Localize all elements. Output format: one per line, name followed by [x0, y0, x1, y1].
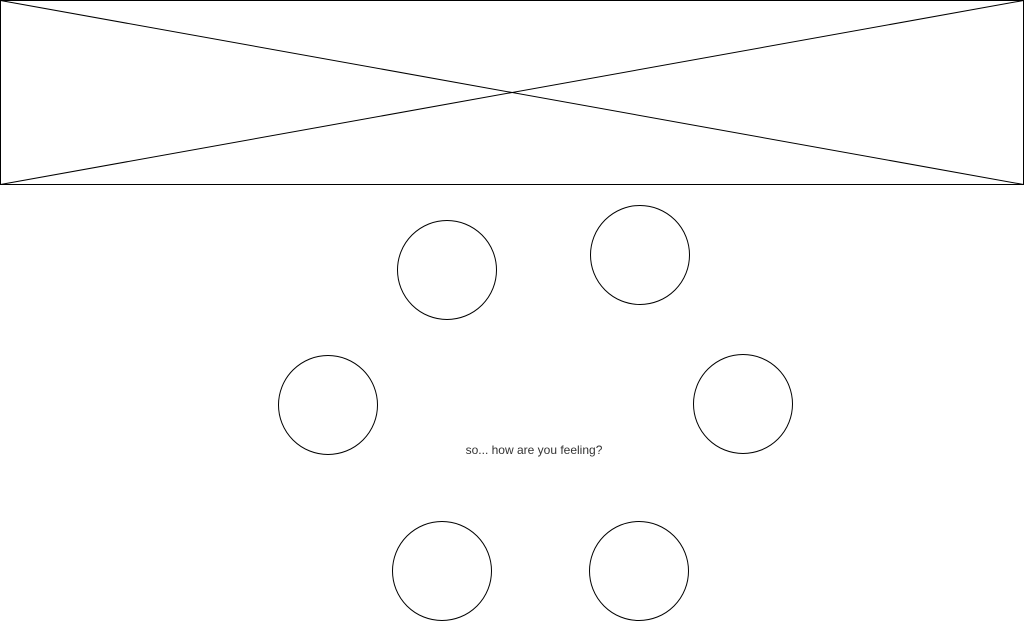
mood-option-6[interactable] — [589, 521, 689, 621]
mood-option-4[interactable] — [693, 354, 793, 454]
banner-image-placeholder — [0, 0, 1024, 185]
mood-option-2[interactable] — [590, 205, 690, 305]
mood-prompt-text: so... how are you feeling? — [465, 443, 603, 457]
image-placeholder-icon — [0, 0, 1024, 185]
mood-option-1[interactable] — [397, 220, 497, 320]
mood-option-5[interactable] — [392, 521, 492, 621]
mood-option-3[interactable] — [278, 355, 378, 455]
